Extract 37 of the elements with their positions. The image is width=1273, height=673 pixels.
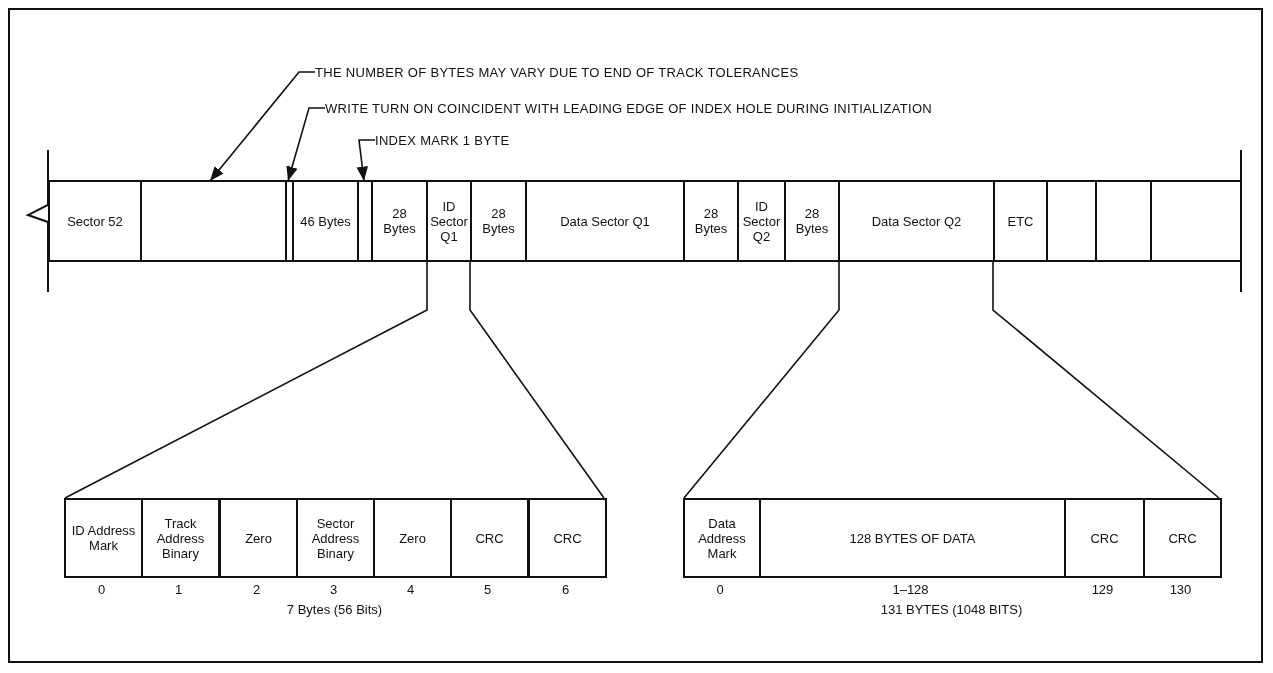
track-field: ID Sector Q1: [426, 180, 472, 262]
expansion-line: [64, 261, 428, 499]
annotation-text: INDEX MARK 1 BYTE: [375, 131, 675, 149]
leader-arrow: [209, 71, 316, 182]
track-field: 28 Bytes: [683, 180, 739, 262]
byte-number: 0: [96, 582, 107, 598]
leader-arrow: [286, 107, 326, 182]
byte-number: 1–128: [891, 582, 930, 598]
byte-number: 1: [173, 582, 184, 598]
size-caption: 131 BYTES (1048 BITS): [879, 602, 1024, 618]
expansion-line: [992, 261, 1220, 499]
expansion-line: [469, 261, 605, 499]
byte-number: 129: [1090, 582, 1115, 598]
track-field: Sector 52: [48, 180, 142, 262]
byte-number: 4: [405, 582, 416, 598]
track-field: ETC: [993, 180, 1048, 262]
track-field: 28 Bytes: [371, 180, 428, 262]
empty-field: [1095, 180, 1152, 262]
track-field: Data Sector Q1: [525, 180, 685, 262]
track-field: 46 Bytes: [292, 180, 359, 262]
annotation-text: WRITE TURN ON COINCIDENT WITH LEADING EDGE OF INDEX HOLE DURING INITIALIZATION: [325, 99, 1125, 117]
byte-number: 130: [1168, 582, 1193, 598]
track-field: 28 Bytes: [470, 180, 527, 262]
size-caption: 7 Bytes (56 Bits): [285, 602, 384, 618]
byte-number: 3: [328, 582, 339, 598]
track-field: 28 Bytes: [784, 180, 840, 262]
annotation-text: THE NUMBER OF BYTES MAY VARY DUE TO END OF TRACK TOLERANCES: [315, 63, 1015, 81]
byte-number: 2: [251, 582, 262, 598]
leader-arrow: [356, 139, 376, 182]
byte-number: 5: [482, 582, 493, 598]
byte-number: 0: [715, 582, 725, 598]
expansion-line: [683, 261, 840, 499]
byte-field: CRC: [528, 498, 607, 578]
track-field: ID Sector Q2: [737, 180, 786, 262]
byte-number: 6: [560, 582, 571, 598]
empty-field: [1046, 180, 1097, 262]
track-field: Data Sector Q2: [838, 180, 995, 262]
